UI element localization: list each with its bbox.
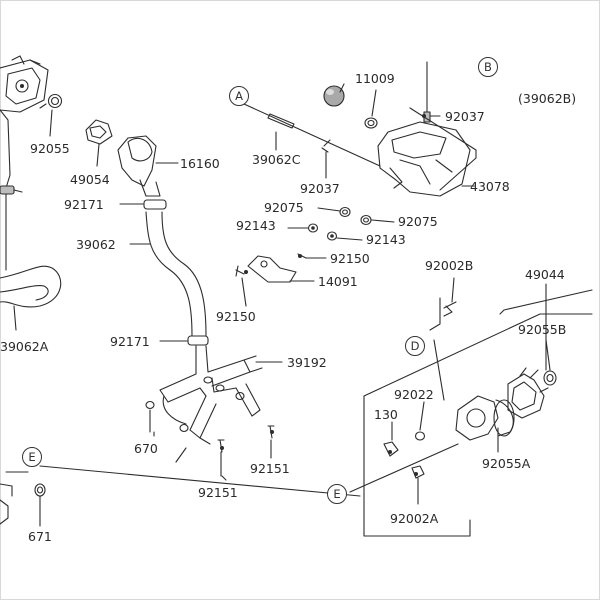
detail-box — [363, 289, 593, 537]
label-14091: 14091 — [318, 274, 358, 289]
label-39192: 39192 — [287, 355, 327, 370]
label-49054: 49054 — [70, 172, 110, 187]
partial-housing-top-left — [0, 55, 49, 113]
label-39062: 39062 — [76, 237, 116, 252]
clamp-92171-mid — [159, 335, 209, 346]
screws-92151 — [217, 425, 275, 477]
label-92002b: 92002B — [425, 258, 474, 273]
ref-circle-d: D — [405, 336, 425, 356]
leader-lines — [39, 83, 345, 481]
junction-pipe-39192 — [159, 345, 283, 445]
hose-39062 — [129, 211, 207, 337]
o-ring-671 — [34, 483, 46, 527]
label-49044: 49044 — [525, 267, 565, 282]
label-92055b: 92055B — [518, 322, 567, 337]
ref-circle-b: B — [478, 57, 498, 77]
label-39062b: (39062B) — [518, 91, 577, 106]
label-92171-mid: 92171 — [110, 334, 150, 349]
washer-92022 — [414, 401, 426, 441]
label-92075-b: 92075 — [398, 214, 438, 229]
label-92055: 92055 — [30, 141, 70, 156]
o-ring-92037-top — [364, 89, 378, 129]
label-130: 130 — [374, 407, 398, 422]
label-16160: 16160 — [180, 156, 220, 171]
ref-circle-e-left: E — [22, 447, 42, 467]
thermostat-49054 — [85, 119, 113, 167]
ref-line-a — [243, 103, 381, 167]
ref-circle-a: A — [229, 86, 249, 106]
washers-92075 — [317, 206, 395, 226]
label-92037-top: 92037 — [445, 109, 485, 124]
detail-dots — [20, 84, 426, 476]
bracket-14091 — [247, 255, 315, 283]
label-92055a: 92055A — [482, 456, 531, 471]
ref-line-e-right — [349, 443, 459, 493]
cap-11009 — [323, 85, 345, 107]
ref-circle-e-right: E — [327, 484, 347, 504]
o-ring-92055 — [47, 93, 63, 137]
clamp-92171-top — [119, 199, 167, 210]
label-671: 671 — [28, 529, 52, 544]
left-hose-edge — [0, 109, 23, 271]
label-92037: 92037 — [300, 181, 340, 196]
label-11009: 11009 — [355, 71, 395, 86]
washers-92143 — [287, 223, 363, 241]
label-43078: 43078 — [470, 179, 510, 194]
hose-clamp-left — [0, 185, 15, 195]
label-92150-b: 92150 — [216, 309, 256, 324]
label-92151-b: 92151 — [198, 485, 238, 500]
bolt-92002b — [443, 277, 457, 317]
label-92143-b: 92143 — [366, 232, 406, 247]
label-92002a: 92002A — [390, 511, 439, 526]
fittings-670 — [145, 391, 245, 433]
thermostat-cover-16160 — [117, 135, 179, 197]
label-92150-a: 92150 — [330, 251, 370, 266]
o-ring-92055b — [543, 339, 557, 386]
ref-line-e-left — [0, 465, 361, 525]
label-92171-top: 92171 — [64, 197, 104, 212]
label-92022: 92022 — [394, 387, 434, 402]
label-670: 670 — [134, 441, 158, 456]
pump-body — [455, 395, 515, 453]
label-92143-a: 92143 — [236, 218, 276, 233]
label-39062a: 39062A — [0, 339, 49, 354]
label-92075-a: 92075 — [264, 200, 304, 215]
hose-39062a — [0, 265, 62, 331]
reservoir-43078 — [377, 61, 477, 197]
label-39062c: 39062C — [252, 152, 301, 167]
label-92151-a: 92151 — [250, 461, 290, 476]
